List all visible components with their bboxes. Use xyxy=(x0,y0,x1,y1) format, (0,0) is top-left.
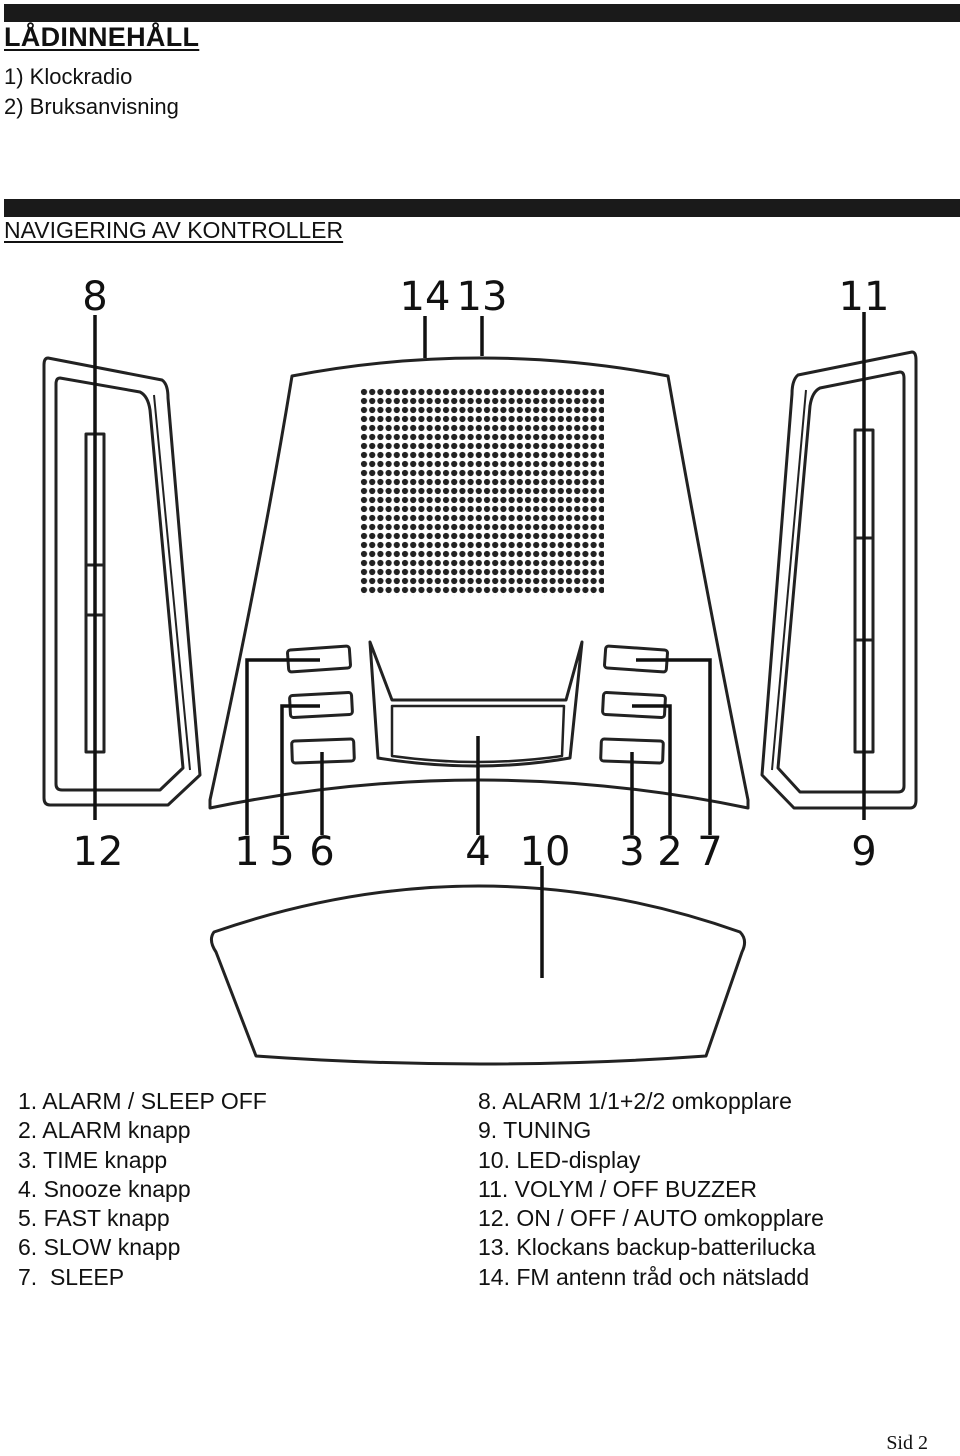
right-side-view xyxy=(760,350,918,810)
controls-legend-right: 8. ALARM 1/1+2/2 omkopplare 9. TUNING 10… xyxy=(478,1087,824,1292)
controls-legend-left: 1. ALARM / SLEEP OFF 2. ALARM knapp 3. T… xyxy=(18,1087,267,1292)
callout-7: 7 xyxy=(697,829,722,875)
callout-9: 9 xyxy=(851,829,876,875)
callout-4: 4 xyxy=(465,829,490,875)
controls-heading: NAVIGERING AV KONTROLLER xyxy=(4,217,344,243)
callout-6: 6 xyxy=(309,829,334,875)
legend-item: 11. VOLYM / OFF BUZZER xyxy=(478,1175,758,1202)
callout-3: 3 xyxy=(619,829,644,875)
bottom-view xyxy=(209,884,747,1066)
legend-item: 8. ALARM 1/1+2/2 omkopplare xyxy=(478,1088,792,1114)
callout-11: 11 xyxy=(839,274,890,320)
callout-1: 1 xyxy=(234,829,259,875)
callout-13: 13 xyxy=(457,274,508,320)
clock-radio-body xyxy=(208,356,750,810)
clock-radio-diagram: 8 14 13 11 12 1 5 6 4 10 3 2 7 9 xyxy=(42,274,918,1066)
legend-item: 9. TUNING xyxy=(478,1117,592,1144)
led-display xyxy=(390,704,566,764)
page-number: Sid 2 xyxy=(886,1432,928,1454)
section-divider-bar xyxy=(4,199,960,217)
top-divider-bar xyxy=(4,4,960,22)
list-item: 2) Bruksanvisning xyxy=(4,93,179,119)
callout-12: 12 xyxy=(73,829,124,875)
box-contents-heading: LÅDINNEHÅLL xyxy=(4,22,200,52)
callout-5: 5 xyxy=(269,829,294,875)
box-contents-list: 1) Klockradio 2) Bruksanvisning xyxy=(4,62,179,121)
callout-2: 2 xyxy=(657,829,682,875)
left-side-view xyxy=(42,356,202,807)
callout-14: 14 xyxy=(400,274,451,320)
legend-item: 14. FM antenn tråd och nätsladd xyxy=(478,1263,810,1290)
legend-item: 6. SLOW knapp xyxy=(18,1234,181,1261)
list-item: 1) Klockradio xyxy=(4,64,133,89)
callout-numbers: 8 14 13 11 12 1 5 6 4 10 3 2 7 9 xyxy=(73,274,890,875)
legend-item: 4. Snooze knapp xyxy=(18,1175,191,1202)
speaker-grille xyxy=(360,388,604,596)
legend-item: 13. Klockans backup-batterilucka xyxy=(478,1234,816,1261)
legend-item: 2. ALARM knapp xyxy=(18,1117,191,1144)
legend-item: 1. ALARM / SLEEP OFF xyxy=(18,1088,267,1114)
leader-lines xyxy=(93,312,866,978)
legend-item: 10. LED-display xyxy=(478,1146,641,1173)
callout-8: 8 xyxy=(82,274,107,320)
legend-item: 5. FAST knapp xyxy=(18,1205,170,1232)
callout-10: 10 xyxy=(520,829,571,875)
legend-item: 3. TIME knapp xyxy=(18,1146,168,1173)
legend-item: 7. SLEEP xyxy=(18,1263,125,1290)
legend-item: 12. ON / OFF / AUTO omkopplare xyxy=(478,1205,824,1232)
